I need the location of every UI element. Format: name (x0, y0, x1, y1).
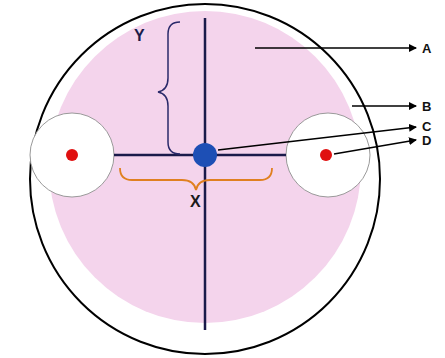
part-label: X (190, 194, 201, 210)
vertical-axis (204, 18, 207, 330)
part-label: Y (134, 28, 145, 44)
red-dot (320, 149, 332, 161)
leader-line (218, 127, 416, 150)
outer-wall (30, 4, 380, 354)
y-brace (158, 22, 180, 154)
leader-line (255, 47, 416, 49)
leader-line (352, 105, 416, 107)
part-label: B (422, 100, 431, 113)
part-label: C (422, 120, 431, 133)
part-label: A (422, 42, 431, 55)
vacuole (286, 113, 370, 197)
blue-dot (193, 143, 217, 167)
vacuole (30, 113, 114, 197)
red-dot (66, 149, 78, 161)
x-brace (120, 168, 272, 190)
part-label: D (422, 134, 431, 147)
leader-line (334, 140, 416, 154)
